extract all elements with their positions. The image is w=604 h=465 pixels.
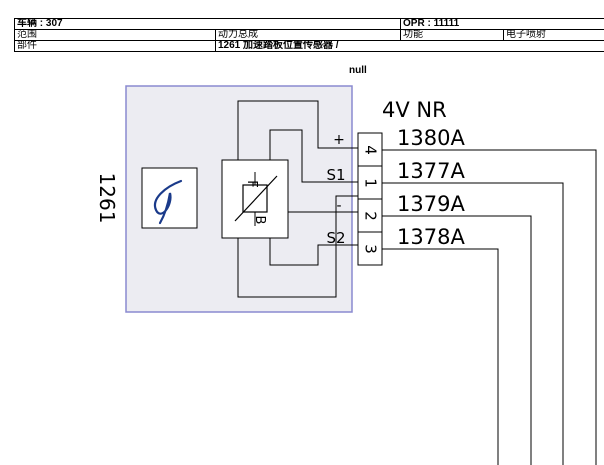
resistor-letter-b: B — [252, 216, 267, 225]
wire-1379a — [382, 215, 532, 465]
wire-1377a — [382, 182, 564, 465]
wire-label-1379a: 1379A — [397, 192, 465, 216]
internal-wire-pin3 — [269, 238, 358, 266]
wire-1378a — [382, 248, 499, 465]
internal-wire-pin2 — [287, 200, 358, 213]
pin-number-1: 1 — [362, 178, 380, 188]
pin-sign-s1: S1 — [326, 166, 345, 184]
pin-sign-minus: - — [336, 198, 341, 214]
part-value: 1261 加速踏板位置传感器 / — [214, 40, 604, 52]
wire-label-1377a: 1377A — [397, 159, 465, 183]
sensor-logo-icon — [153, 179, 183, 225]
wire-label-1378a: 1378A — [397, 225, 465, 249]
resistor-letter-f: F — [244, 180, 259, 187]
component-code: 1261 — [95, 173, 119, 224]
header-row-part: 部件 1261 加速踏板位置传感器 / — [14, 40, 604, 52]
pin-number-4: 4 — [362, 145, 380, 155]
pin-sign-s2: S2 — [326, 229, 345, 247]
internal-wire-return — [237, 195, 358, 298]
pin-sign-plus: + — [333, 132, 345, 148]
wire-label-1380a: 1380A — [397, 126, 465, 150]
null-label: null — [349, 65, 367, 76]
connector-label: 4V NR — [382, 98, 447, 122]
potentiometer-arrow — [234, 175, 278, 222]
internal-wire-pin1 — [269, 129, 358, 183]
pin-number-2: 2 — [362, 211, 380, 221]
header-table: 车辆 : 307 OPR : 11111 范围 动力总成 功能 电子喷射 部件 … — [13, 18, 604, 52]
part-label: 部件 — [14, 40, 216, 52]
internal-wire-pin4 — [237, 100, 358, 160]
wire-1380a — [382, 149, 597, 465]
pin-number-3: 3 — [362, 244, 380, 254]
